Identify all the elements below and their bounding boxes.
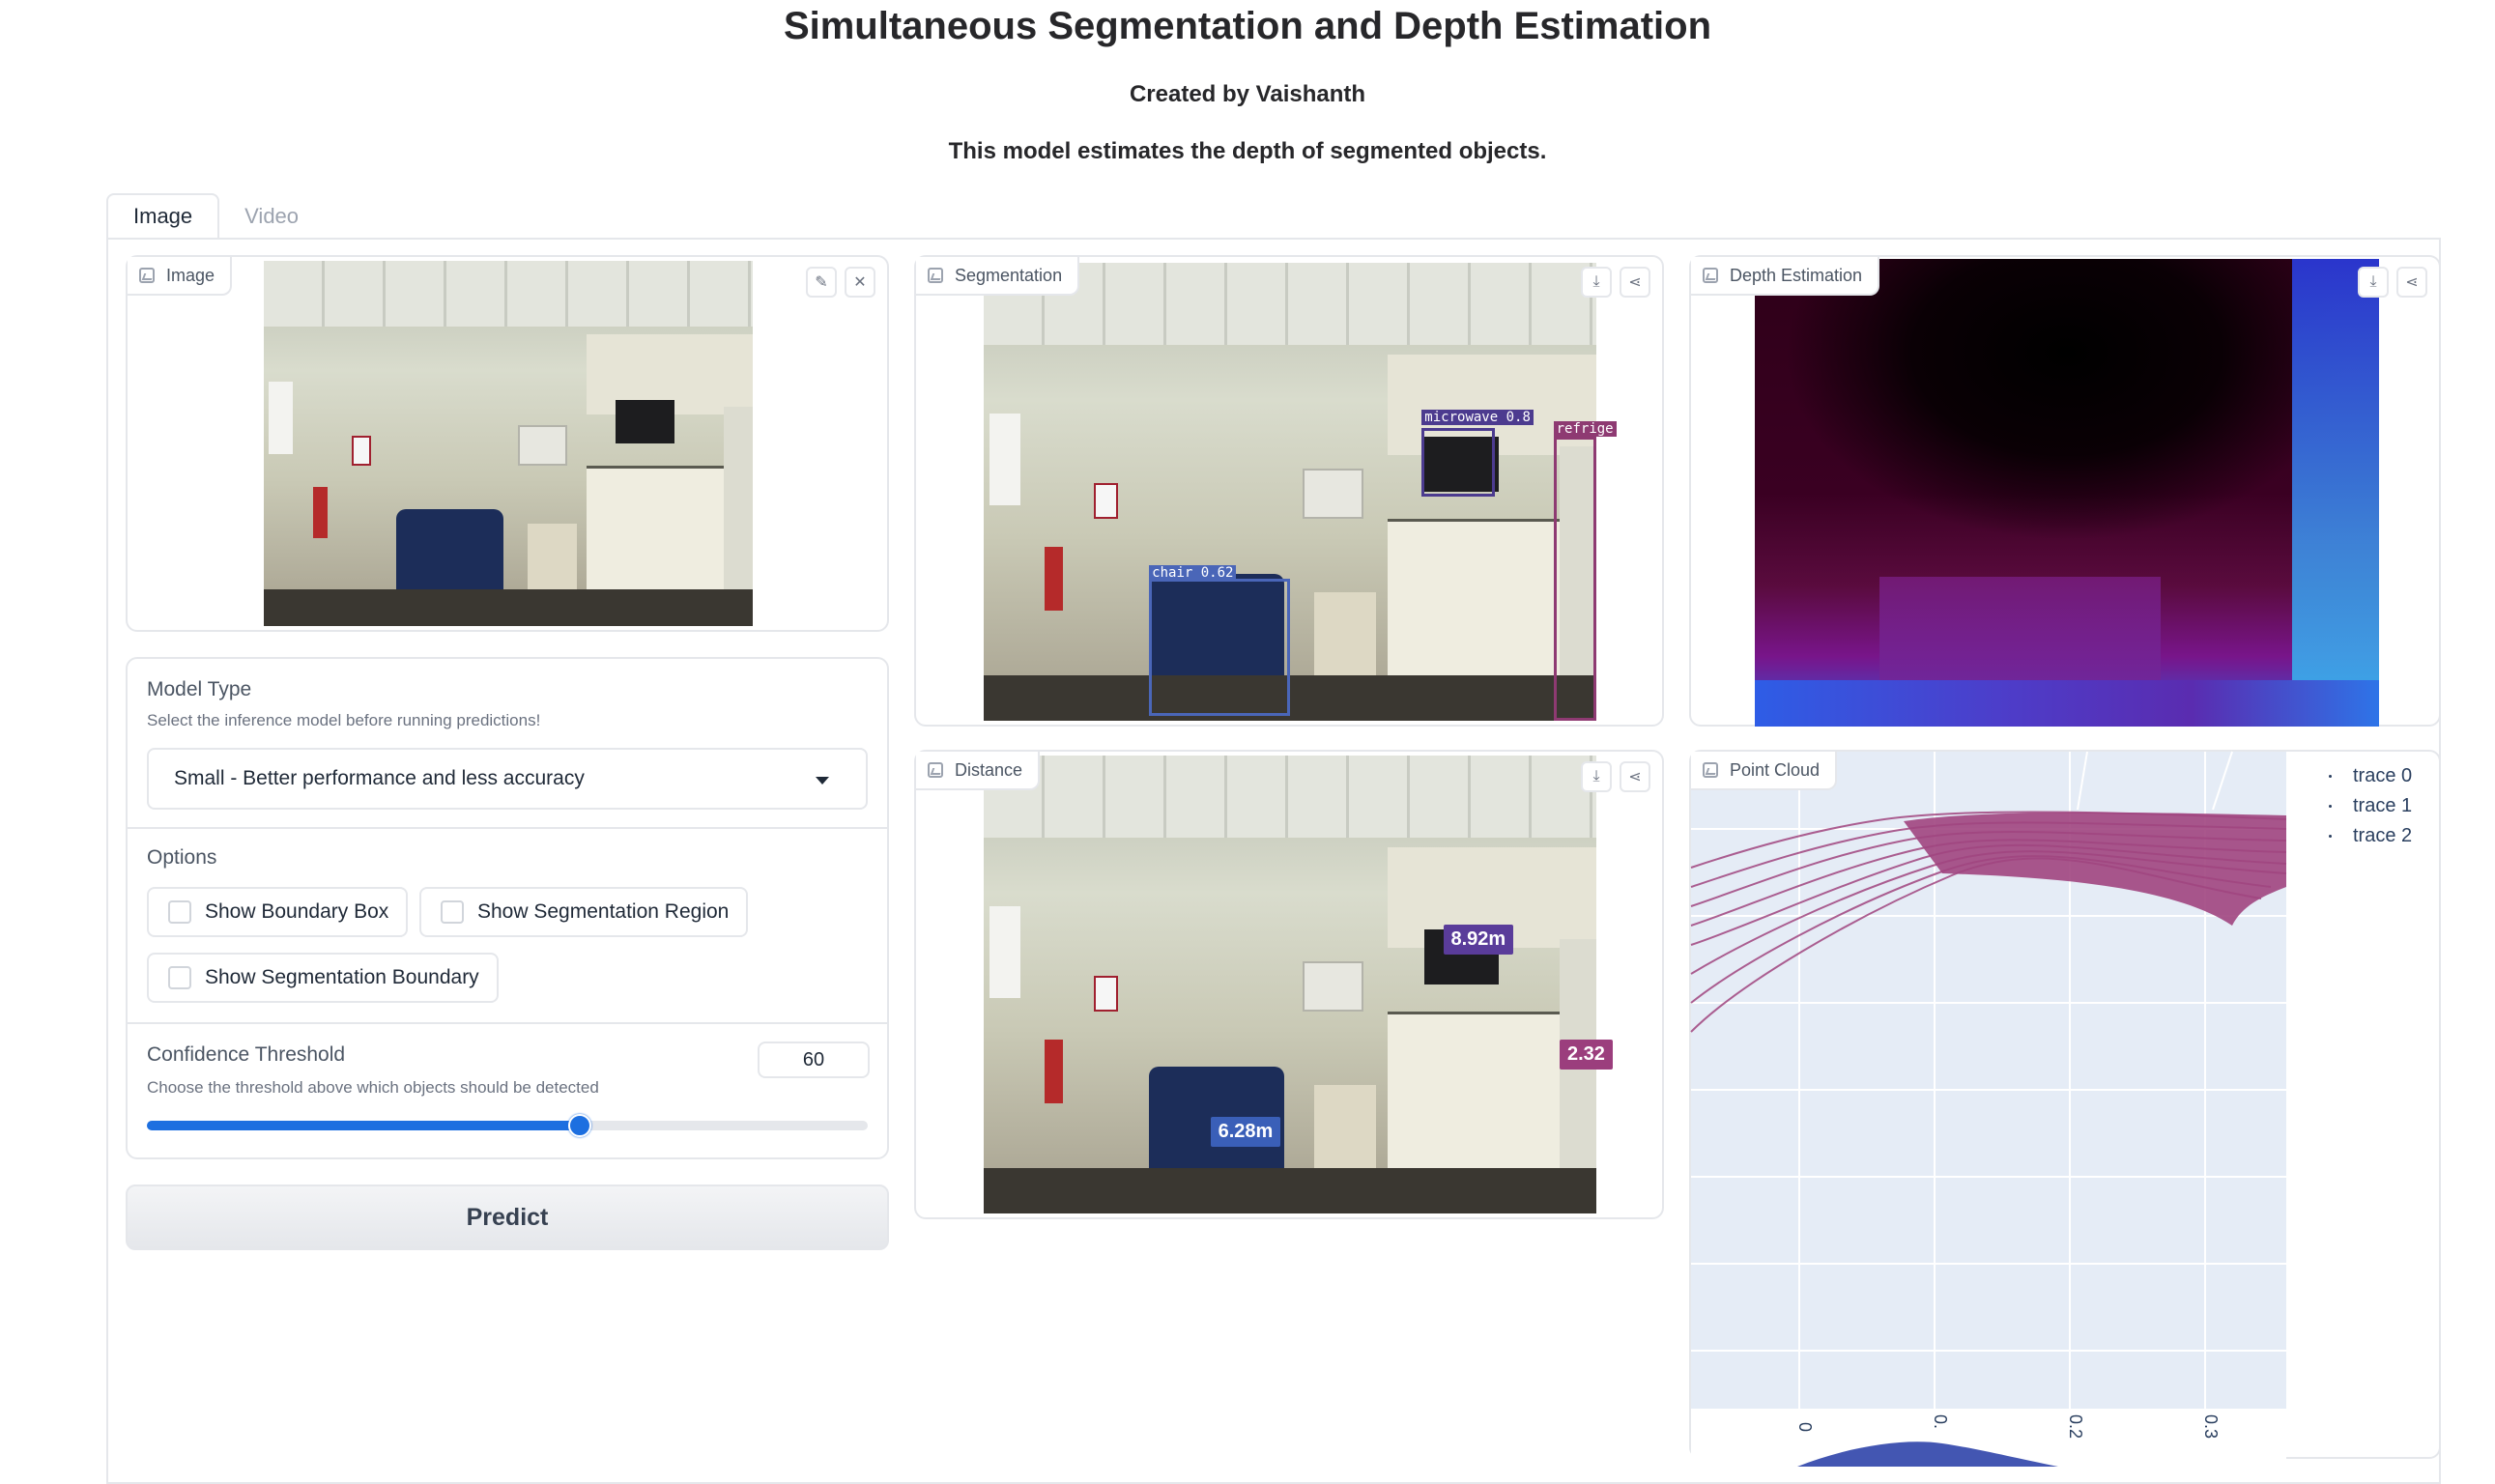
show-segmentation-boundary-checkbox[interactable]: Show Segmentation Boundary (147, 953, 499, 1003)
segmentation-photo: microwave 0.8 refrige chair 0.62 (984, 263, 1617, 721)
refrigerator-box (1553, 437, 1596, 721)
checkbox-icon[interactable] (168, 966, 191, 989)
depth-block: Depth Estimation ⤓ ⋖ (1689, 255, 2441, 727)
point-cloud-block[interactable]: trace 0 trace 1 trace 2 0 0. 0.2 0.3 Poi… (1689, 750, 2441, 1467)
input-photo (264, 261, 753, 626)
image-icon (928, 762, 943, 778)
input-image-tools: ✎ ✕ (806, 267, 875, 298)
close-icon[interactable]: ✕ (845, 267, 875, 298)
legend-item-trace-1[interactable]: trace 1 (2329, 791, 2412, 821)
share-icon[interactable]: ⋖ (1620, 267, 1650, 298)
distance-label: Distance (916, 752, 1041, 790)
description-line: This model estimates the depth of segmen… (948, 138, 1547, 164)
x-tick-2: 0.2 (2066, 1414, 2085, 1439)
page-title: Simultaneous Segmentation and Depth Esti… (783, 5, 1712, 47)
confidence-label: Confidence Threshold (147, 1043, 346, 1066)
point-cloud-svg (1690, 751, 2287, 1409)
segmentation-tools: ⤓ ⋖ (1581, 267, 1650, 298)
image-icon (928, 268, 943, 283)
microwave-distance: 8.92m (1443, 925, 1514, 956)
confidence-section: Confidence Threshold Choose the threshol… (128, 1024, 887, 1157)
settings-form: Model Type Select the inference model be… (126, 657, 889, 1159)
top-axis-lines (2077, 751, 2233, 811)
share-icon[interactable]: ⋖ (2396, 267, 2427, 298)
model-type-dropdown[interactable]: Small - Better performance and less accu… (147, 748, 868, 810)
distance-photo: 8.92m 2.32 6.28m (984, 756, 1613, 1213)
x-tick-0: 0 (1795, 1422, 1815, 1432)
refrigerator-distance: 2.32 (1559, 1039, 1613, 1070)
legend-item-trace-0[interactable]: trace 0 (2329, 761, 2412, 791)
checkbox-icon[interactable] (168, 900, 191, 924)
options-label: Options (147, 846, 217, 869)
slider-fill (147, 1121, 580, 1130)
x-axis-ticks: 0 0. 0.2 0.3 (1691, 1409, 2286, 1467)
chair-distance: 6.28m (1210, 1117, 1281, 1148)
distance-tools: ⤓ ⋖ (1581, 761, 1650, 792)
share-icon[interactable]: ⋖ (1620, 761, 1650, 792)
input-image-block[interactable]: Image ✎ ✕ (126, 255, 889, 632)
point-cloud-plot[interactable] (1690, 751, 2287, 1409)
tab-bar: Image Video (106, 193, 324, 240)
slider-handle[interactable] (567, 1114, 591, 1137)
model-type-label: Model Type (147, 678, 252, 700)
chair-box (1149, 579, 1290, 717)
chevron-down-icon (816, 777, 829, 785)
input-image-label: Image (128, 257, 233, 296)
show-segmentation-region-checkbox[interactable]: Show Segmentation Region (419, 887, 749, 937)
x-tick-1: 0. (1931, 1414, 1950, 1429)
checkbox-icon[interactable] (441, 900, 464, 924)
point-cloud-legend: trace 0 trace 1 trace 2 (2329, 761, 2412, 851)
model-type-info: Select the inference model before runnin… (147, 711, 541, 729)
microwave-tag: microwave 0.8 (1421, 409, 1534, 425)
chair-tag: chair 0.62 (1149, 564, 1237, 581)
show-boundary-box-checkbox[interactable]: Show Boundary Box (147, 887, 409, 937)
x-tick-3: 0.3 (2201, 1414, 2221, 1439)
point-cloud-label: Point Cloud (1691, 752, 1838, 790)
segmentation-label: Segmentation (916, 257, 1080, 296)
segmentation-block: Segmentation ⤓ ⋖ microwave 0.8 refrige c… (914, 255, 1664, 727)
refrigerator-tag: refrige (1553, 420, 1617, 437)
legend-item-trace-2[interactable]: trace 2 (2329, 821, 2412, 851)
edit-icon[interactable]: ✎ (806, 267, 837, 298)
confidence-slider[interactable] (147, 1114, 868, 1137)
download-icon[interactable]: ⤓ (2358, 267, 2389, 298)
trace-2 (1797, 1441, 2058, 1467)
tab-video[interactable]: Video (244, 204, 300, 228)
microwave-box (1421, 427, 1496, 497)
depth-map (1755, 259, 2379, 727)
chart-icon (1703, 762, 1718, 778)
image-icon (1703, 268, 1718, 283)
download-icon[interactable]: ⤓ (1581, 761, 1612, 792)
options-section: Options Show Boundary Box Show Segmentat… (128, 829, 887, 1024)
distance-block: Distance ⤓ ⋖ 8.92m 2.32 6.28m (914, 750, 1664, 1219)
model-type-section: Model Type Select the inference model be… (128, 659, 887, 829)
author-line: Created by Vaishanth (1129, 81, 1366, 107)
confidence-info: Choose the threshold above which objects… (147, 1078, 599, 1097)
trace-1 (1904, 812, 2286, 926)
download-icon[interactable]: ⤓ (1581, 267, 1612, 298)
depth-tools: ⤓ ⋖ (2358, 267, 2427, 298)
predict-button[interactable]: Predict (126, 1184, 889, 1250)
image-icon (139, 268, 155, 283)
confidence-number-input[interactable]: 60 (758, 1042, 870, 1078)
tab-image[interactable]: Image (106, 193, 220, 240)
depth-label: Depth Estimation (1691, 257, 1880, 296)
